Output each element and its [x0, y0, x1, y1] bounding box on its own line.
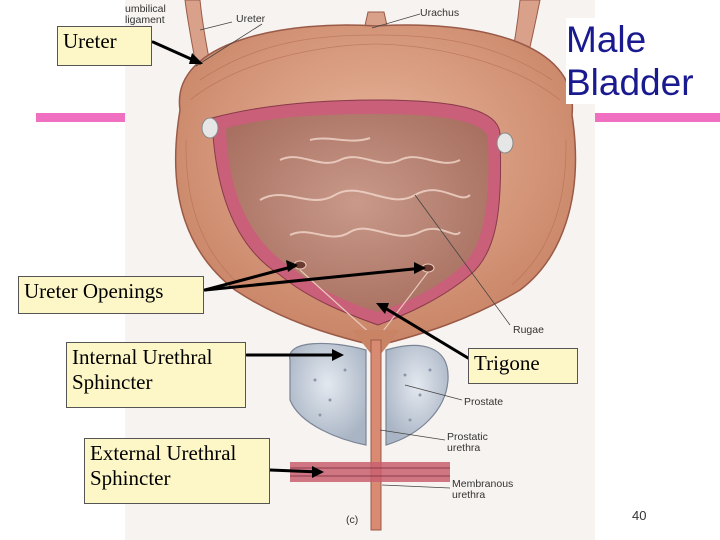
label-prostate: Prostate: [464, 396, 504, 408]
label-membranous-urethra: Membranous urethra: [452, 479, 513, 501]
label-ureter: Ureter: [236, 13, 266, 25]
title-line-2: Bladder: [566, 62, 694, 103]
callout-internal-sphincter-line2: Sphincter: [72, 370, 153, 394]
prostate-right: [385, 344, 449, 446]
callout-ureter-openings-text: Ureter Openings: [24, 279, 164, 303]
slide-title: Male Bladder: [566, 18, 716, 104]
label-membranous-line2: urethra: [452, 489, 486, 501]
callout-external-sphincter-line2: Sphincter: [90, 466, 171, 490]
callout-internal-sphincter-line1: Internal Urethral: [72, 345, 213, 369]
callout-ureter-openings: Ureter Openings: [18, 276, 204, 314]
label-membranous-line1: Membranous: [452, 478, 514, 490]
callout-ureter-text: Ureter: [63, 29, 117, 53]
callout-external-sphincter-line1: External Urethral: [90, 441, 237, 465]
callout-internal-sphincter: Internal Urethral Sphincter: [66, 342, 246, 408]
title-line-1: Male: [566, 19, 647, 60]
callout-trigone-text: Trigone: [474, 351, 540, 375]
callout-trigone: Trigone: [468, 348, 578, 384]
accent-bar-right: [588, 113, 720, 122]
label-rugae: Rugae: [513, 324, 544, 336]
callout-external-sphincter: External Urethral Sphincter: [84, 438, 270, 504]
label-prostatic-urethra: Prostatic urethra: [447, 432, 488, 454]
label-prostatic-line1: Prostatic: [447, 431, 488, 443]
label-prostatic-line2: urethra: [447, 442, 481, 454]
label-panel-c: (c): [346, 514, 359, 526]
page-number: 40: [632, 508, 647, 523]
accent-bar-left: [36, 113, 128, 122]
callout-ureter: Ureter: [57, 26, 152, 66]
label-umbilical-ligament: umbilical ligament: [125, 4, 166, 26]
label-umbilical-line1: umbilical: [125, 3, 166, 15]
label-umbilical-line2: ligament: [125, 14, 165, 26]
prostate: [289, 342, 367, 446]
label-urachus: Urachus: [420, 7, 460, 19]
